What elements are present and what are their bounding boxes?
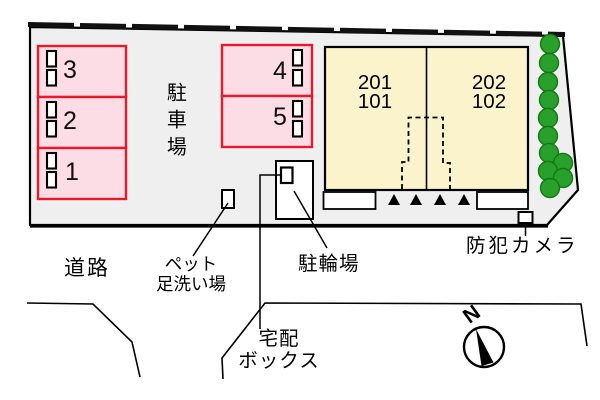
pet-wash-marker [221, 189, 235, 209]
entrance-triangle-icon [458, 194, 470, 205]
tree-icon [539, 33, 561, 55]
wheel-stopper-icon [291, 99, 304, 118]
compass [462, 325, 506, 369]
tree-icon [537, 107, 559, 129]
tree-icon [538, 52, 560, 74]
compass-needle-icon [476, 329, 494, 366]
north-boundary-fence [27, 22, 566, 37]
road-edge-left [26, 302, 141, 378]
wheel-stopper-icon [45, 49, 58, 68]
delivery-box-marker [279, 166, 294, 185]
walkway-left [322, 191, 377, 210]
security-camera-marker [517, 211, 534, 224]
tree-row [537, 33, 574, 199]
wheel-stopper-icon [291, 119, 304, 138]
wheel-stopper-icon [45, 68, 58, 87]
road-edge-right [221, 302, 588, 380]
wheel-stopper-icon [45, 100, 58, 119]
wheel-stopper-icon [45, 119, 58, 138]
bicycle-leader-line [293, 190, 328, 249]
walkway-right [476, 191, 529, 210]
entrance-markers [388, 194, 470, 205]
parking-block-left [36, 44, 128, 201]
wheel-stoppers-left [45, 49, 58, 189]
parking-block-right [220, 43, 314, 149]
entrance-triangle-icon [388, 194, 400, 205]
tree-icon [537, 125, 559, 147]
entrance-triangle-icon [410, 194, 422, 205]
wheel-stopper-icon [45, 151, 58, 170]
entrance-triangle-icon [434, 194, 446, 205]
pet-wash-leader-line [192, 202, 229, 257]
wheel-stoppers-right [291, 48, 304, 138]
tree-icon [539, 177, 561, 199]
stair-dashed-outline [401, 116, 451, 189]
tree-icon [537, 71, 559, 93]
wheel-stopper-icon [45, 170, 58, 189]
tree-icon [538, 89, 560, 111]
delivery-box-leader-line [259, 174, 281, 329]
wheel-stopper-icon [291, 68, 304, 87]
wheel-stopper-icon [291, 48, 304, 67]
